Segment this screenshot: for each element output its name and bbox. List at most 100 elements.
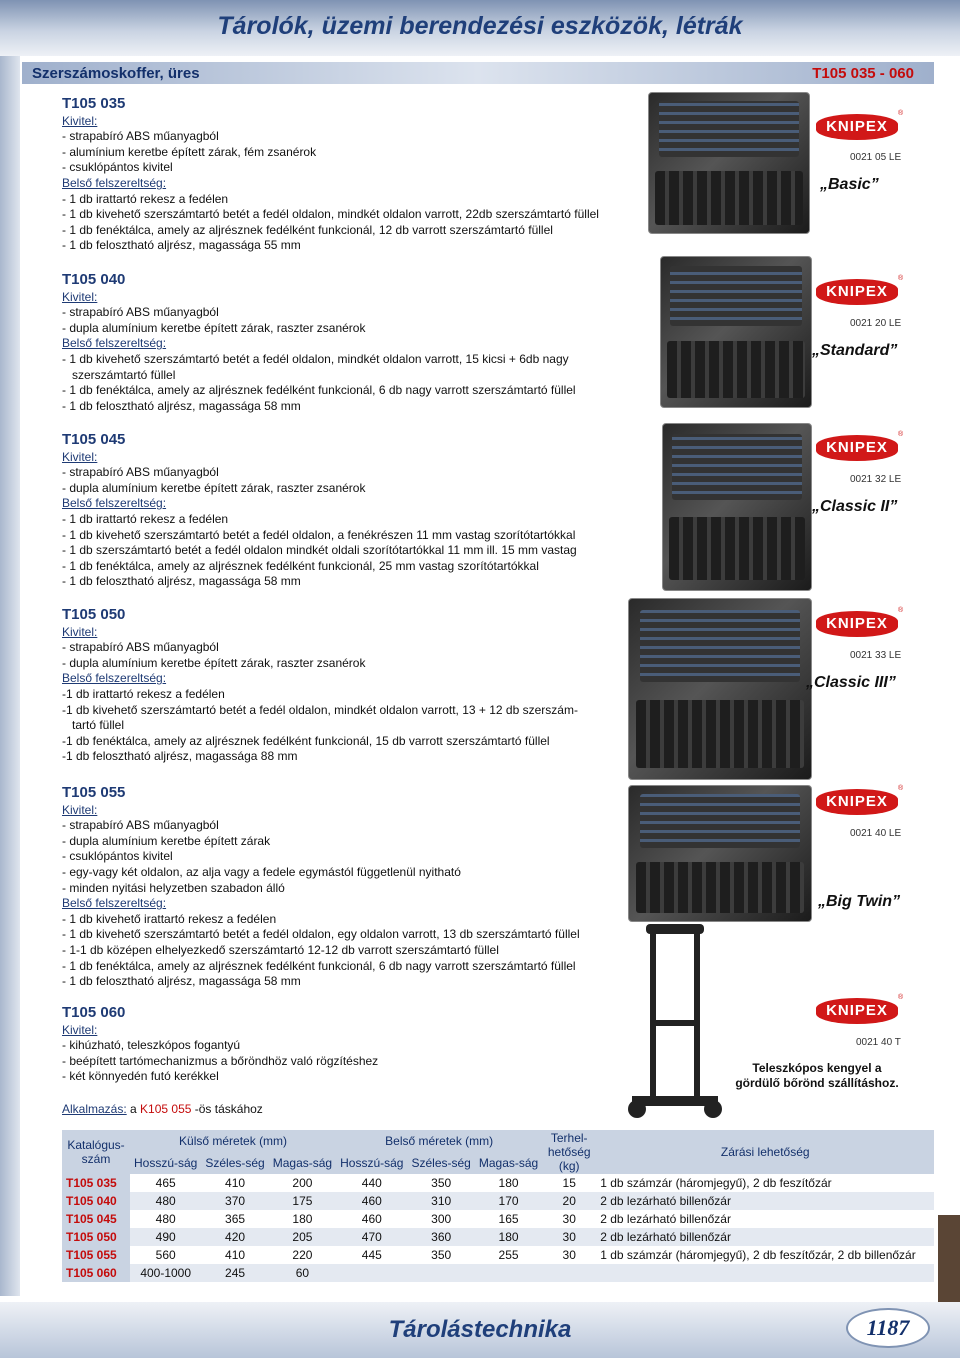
spec-line: - két könnyedén futó kerékkel	[62, 1069, 219, 1084]
lock-cell: 2 db lezárható billenőzár	[596, 1228, 935, 1246]
spec-line: -1 db irattartó rekesz a fedélen	[62, 686, 225, 701]
header-zaras: Zárási lehetőség	[596, 1130, 935, 1174]
header-hossz: Hosszú-ság	[336, 1152, 408, 1174]
application-note: Alkalmazás: a K105 055 -ös táskához	[62, 1102, 263, 1116]
registered-mark: ®	[898, 994, 904, 1001]
catalog-number: 0021 05 LE	[850, 152, 902, 163]
product-image-basic	[648, 92, 810, 234]
table-subheader-row: Hosszú-ság Széles-ség Magas-ság Hosszú-s…	[62, 1152, 934, 1174]
header-magas: Magas-ság	[268, 1152, 337, 1174]
note-text: -ös táskához	[191, 1102, 263, 1116]
spec-line: szerszámtartó füllel	[72, 367, 176, 382]
spec-line: -1 db fenéktálca, amely az aljrésznek fe…	[62, 733, 550, 748]
catalog-number: 0021 33 LE	[850, 650, 902, 661]
catalog-cell: T105 045	[62, 1210, 130, 1228]
belso-label: Belső felszereltség:	[62, 496, 167, 511]
value-cell: 465	[155, 1176, 176, 1190]
lock-cell: 1 db számzár (háromjegyű), 2 db feszítőz…	[600, 1176, 832, 1190]
registered-mark: ®	[898, 607, 904, 614]
value-cell: 410	[225, 1248, 246, 1262]
product-code: T105 055	[62, 784, 126, 801]
header-terhelhetoseg: Terhel-hetőség (kg)	[542, 1130, 597, 1174]
spec-line: -1 db felosztható aljrész, magassága 88 …	[62, 749, 298, 764]
kivitel-label: Kivitel:	[62, 624, 98, 639]
kivitel-label: Kivitel:	[62, 289, 98, 304]
spec-line: - 1 db kivehető szerszámtartó betét a fe…	[62, 527, 576, 542]
product-t105-060: T105 060 Kivitel: - kihúzható, teleszkóp…	[62, 1005, 632, 1085]
header-kulso: Külső méretek (mm)	[130, 1130, 337, 1152]
spec-line: - dupla alumínium keretbe épített zárak	[62, 833, 271, 848]
registered-mark: ®	[898, 275, 904, 282]
spec-line: - dupla alumínium keretbe épített zárak,…	[62, 320, 366, 335]
spec-line: - 1 db irattartó rekesz a fedélen	[62, 191, 229, 206]
value-cell: 460	[336, 1192, 408, 1210]
value-cell	[474, 1264, 543, 1282]
value-cell: 480	[155, 1212, 176, 1226]
page-number: 1187	[846, 1308, 930, 1348]
value-cell: 175	[268, 1192, 337, 1210]
product-t105-040: T105 040 Kivitel: - strapabíró ABS műany…	[62, 272, 632, 414]
spec-line: - strapabíró ABS műanyagból	[62, 640, 219, 655]
belso-label: Belső felszereltség:	[62, 336, 167, 351]
spec-line: - 1 db kivehető szerszámtartó betét a fe…	[62, 927, 580, 942]
catalog-cell: T105 055	[62, 1246, 130, 1264]
product-image-standard	[660, 256, 812, 408]
product-image-classic-ii	[662, 423, 812, 591]
spec-line: - 1 db fenéktálca, amely az aljrésznek f…	[62, 222, 553, 237]
spec-line: -1 db kivehető szerszámtartó betét a fed…	[62, 702, 578, 717]
knipex-logo: KNIPEX	[816, 789, 898, 815]
value-cell: 30	[562, 1248, 576, 1262]
spec-line: - 1 db felosztható aljrész, magassága 55…	[62, 238, 301, 253]
value-cell: 60	[268, 1264, 337, 1282]
table-header-row: Katalógus-szám Külső méretek (mm) Belső …	[62, 1130, 935, 1174]
value-cell: 360	[407, 1228, 475, 1246]
value-cell: 350	[431, 1176, 452, 1190]
product-image-big-twin	[628, 785, 812, 922]
value-cell: 300	[431, 1212, 452, 1226]
spec-line: - 1 db felosztható aljrész, magassága 58…	[62, 974, 301, 989]
spec-line: - 1 db felosztható aljrész, magassága 58…	[62, 574, 301, 589]
spec-line: - 1 db fenéktálca, amely az aljrésznek f…	[62, 558, 539, 573]
value-cell: 15	[562, 1176, 576, 1190]
product-code: T105 060	[62, 1004, 126, 1021]
belso-label: Belső felszereltség:	[62, 896, 167, 911]
value-cell: 255	[498, 1248, 519, 1262]
product-t105-035: T105 035 Kivitel: - strapabíró ABS műany…	[62, 96, 632, 254]
spec-line: - 1 db fenéktálca, amely az aljrésznek f…	[62, 383, 576, 398]
catalog-cell: T105 040	[62, 1192, 130, 1210]
value-cell: 245	[201, 1264, 269, 1282]
registered-mark: ®	[898, 431, 904, 438]
catalog-number: 0021 32 LE	[850, 474, 902, 485]
page-title: Tárolók, üzemi berendezési eszközök, lét…	[217, 12, 743, 40]
model-name: „Classic III”	[806, 674, 896, 691]
lock-cell: 2 db lezárható billenőzár	[596, 1192, 935, 1210]
product-t105-050: T105 050 Kivitel: - strapabíró ABS műany…	[62, 607, 632, 765]
value-cell: 205	[268, 1228, 337, 1246]
value-cell	[407, 1264, 475, 1282]
value-cell: 165	[498, 1212, 519, 1226]
model-name: „Big Twin”	[818, 893, 901, 910]
spec-line: - minden nyitási helyzetben szabadon áll…	[62, 880, 285, 895]
kivitel-label: Kivitel:	[62, 449, 98, 464]
value-cell: 400-1000	[130, 1264, 202, 1282]
catalog-number: 0021 40 T	[856, 1037, 901, 1048]
note-ref: K105 055	[140, 1102, 192, 1116]
product-image-classic-iii	[628, 598, 812, 780]
model-name: „Basic”	[820, 176, 879, 193]
section-title: Szerszámoskoffer, üres	[32, 65, 200, 82]
spec-line: - dupla alumínium keretbe épített zárak,…	[62, 480, 366, 495]
kivitel-label: Kivitel:	[62, 1022, 98, 1037]
spec-line: - csuklópántos kivitel	[62, 849, 173, 864]
caption-line: gördülő bőrönd szállításhoz.	[735, 1076, 899, 1090]
product-t105-045: T105 045 Kivitel: - strapabíró ABS műany…	[62, 432, 632, 590]
product-code: T105 040	[62, 271, 126, 288]
lock-cell	[596, 1264, 935, 1282]
spec-line: - strapabíró ABS műanyagból	[62, 305, 219, 320]
